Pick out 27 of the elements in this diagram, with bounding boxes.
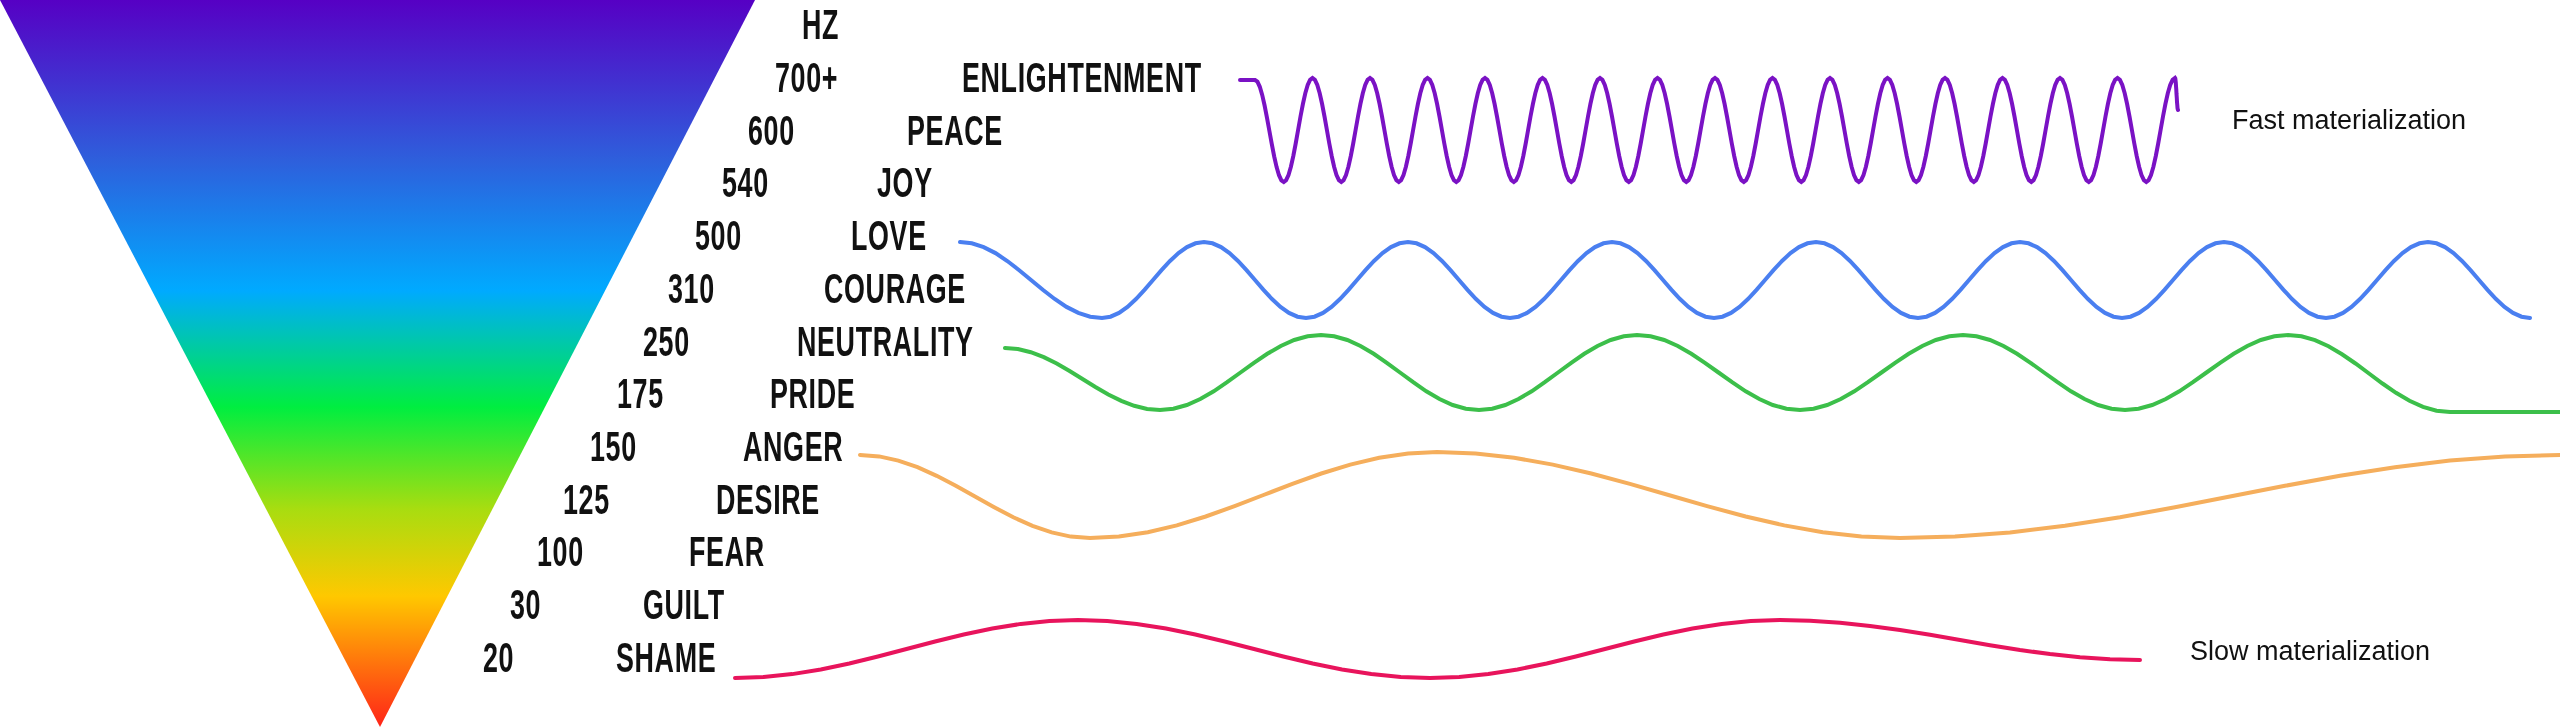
emotion-label: NEUTRALITY <box>797 320 974 363</box>
emotion-label: PEACE <box>907 109 1003 152</box>
emotion-label: ANGER <box>743 425 844 468</box>
frequency-value: 540 <box>722 161 769 204</box>
emotion-label: GUILT <box>643 583 725 626</box>
column-heading: HZ <box>802 3 840 46</box>
frequency-value: 150 <box>590 425 637 468</box>
emotion-label: JOY <box>877 161 933 204</box>
frequency-value: 175 <box>617 372 664 415</box>
frequency-value: 310 <box>668 267 715 310</box>
emotion-label: FEAR <box>689 530 765 573</box>
emotion-label: SHAME <box>616 636 717 679</box>
frequency-value: 20 <box>483 636 515 679</box>
emotion-label: DESIRE <box>716 478 820 521</box>
frequency-value: 600 <box>748 109 795 152</box>
annotation-text: Fast materialization <box>2232 107 2467 135</box>
emotion-label: COURAGE <box>824 267 966 310</box>
frequency-value: 125 <box>563 478 610 521</box>
emotion-label: LOVE <box>851 214 927 257</box>
frequency-value: 500 <box>695 214 742 257</box>
emotion-label: ENLIGHTENMENT <box>962 56 1202 99</box>
annotation-text: Slow materialization <box>2190 638 2431 666</box>
frequency-value: 100 <box>537 530 584 573</box>
frequency-value: 250 <box>643 320 690 363</box>
frequency-value: 30 <box>510 583 542 626</box>
emotion-label: PRIDE <box>770 372 856 415</box>
frequency-value: 700+ <box>775 56 839 99</box>
